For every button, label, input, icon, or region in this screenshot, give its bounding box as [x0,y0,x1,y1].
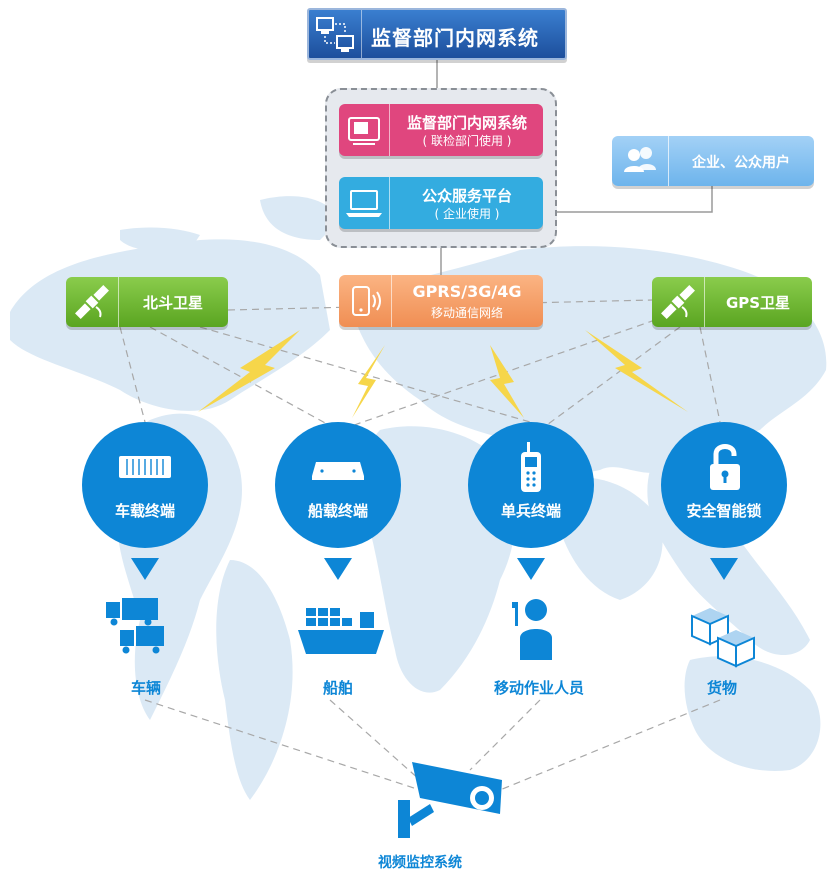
cargo-boxes-icon [688,606,760,674]
workers-label: 移动作业人员 [493,679,584,697]
public-platform-subtitle: ( 企业使用 ) [434,207,500,221]
lock-terminal-label: 安全智能锁 [686,502,762,520]
ships-label: 船舶 [322,679,353,697]
soldier-pointer [517,558,545,580]
beidou-title: 北斗卫星 [142,294,203,312]
padlock-icon [694,440,754,494]
network-box: GPRS/3G/4G 移动通信网络 [339,275,543,327]
top-system-title: 监督部门内网系统 [371,26,539,50]
vehicle-terminal-label: 车载终端 [114,502,175,520]
lock-pointer [710,558,738,580]
satellite-icon [652,277,705,327]
document-screen-icon [339,104,390,156]
laptop-icon [339,177,390,229]
vehicle-terminal-icon [115,440,175,494]
top-system-box: 监督部门内网系统 [307,8,567,60]
ship-terminal: 船载终端 [275,422,401,548]
cargo-ship-icon [296,602,388,666]
soldier-terminal: 单兵终端 [468,422,594,548]
network-computers-icon [309,10,362,58]
network-title: GPRS/3G/4G [412,282,522,301]
walkie-talkie-icon [501,440,561,494]
network-subtitle: 移动通信网络 [430,306,503,320]
internal-system-title: 监督部门内网系统 [406,114,527,132]
wireless-lightning [198,330,688,418]
cctv-label: 视频监控系统 [378,855,462,871]
cctv-camera-icon [390,754,512,850]
internal-system-box: 监督部门内网系统 ( 联检部门使用 ) [339,104,543,156]
ship-terminal-icon [308,440,368,494]
users-box: 企业、公众用户 [612,136,814,186]
vehicle-terminal: 车载终端 [82,422,208,548]
satellite-icon [66,277,119,327]
internal-system-subtitle: ( 联检部门使用 ) [422,134,512,148]
gps-satellite-box: GPS卫星 [652,277,812,327]
users-icon [612,136,669,186]
trucks-icon [104,596,166,662]
beidou-satellite-box: 北斗卫星 [66,277,228,327]
mobile-signal-icon [339,275,392,327]
public-platform-box: 公众服务平台 ( 企业使用 ) [339,177,543,229]
vehicles-label: 车辆 [130,679,161,697]
cargo-label: 货物 [706,679,737,697]
lock-terminal: 安全智能锁 [661,422,787,548]
worker-icon [508,596,558,666]
ship-pointer [324,558,352,580]
gps-title: GPS卫星 [725,294,791,312]
public-platform-title: 公众服务平台 [421,187,512,205]
ship-terminal-label: 船载终端 [307,502,368,520]
users-title: 企业、公众用户 [692,155,790,171]
vehicle-pointer [131,558,159,580]
soldier-terminal-label: 单兵终端 [500,502,561,520]
